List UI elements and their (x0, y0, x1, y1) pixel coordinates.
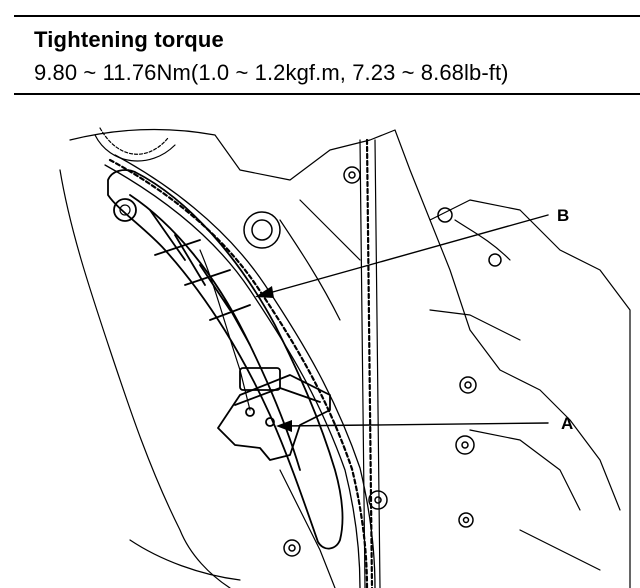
hydraulic-tensioner (217, 367, 331, 461)
top-rule (14, 15, 640, 17)
arrowhead-b (255, 286, 274, 298)
pivot-bolt (113, 198, 137, 222)
bolts (243, 166, 502, 557)
callout-a: A (561, 414, 573, 433)
tensioner-arm (107, 169, 344, 550)
cam-sprocket (94, 127, 176, 162)
spec-title: Tightening torque (34, 27, 224, 52)
engine-casting (59, 128, 631, 588)
leader-lines (261, 214, 549, 427)
callout-b: B (557, 206, 569, 225)
timing-chain (104, 138, 381, 588)
spec-value: 9.80 ~ 11.76Nm(1.0 ~ 1.2kgf.m, 7.23 ~ 8.… (34, 60, 509, 85)
bottom-rule (14, 93, 640, 95)
timing-chain-diagram: B A (59, 127, 631, 588)
arrowhead-a (276, 420, 292, 432)
